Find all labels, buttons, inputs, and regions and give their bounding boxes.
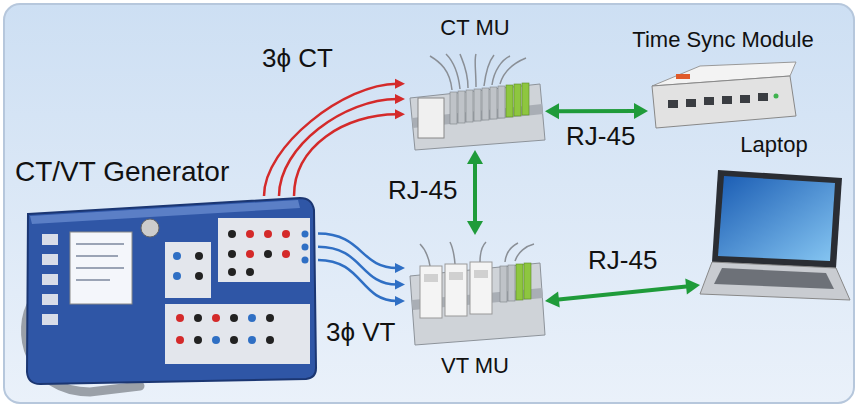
arrow-head <box>395 109 405 119</box>
connector-label: 3ϕ VT <box>326 318 395 348</box>
connector-line <box>556 109 637 113</box>
device-node: CT MU <box>405 48 545 150</box>
merging-unit-illustration <box>410 54 545 150</box>
arrow-head <box>395 79 405 89</box>
arrow-head <box>685 278 700 294</box>
time-sync-illustration <box>652 62 796 128</box>
connector <box>318 260 405 306</box>
connector <box>467 150 483 235</box>
arrow-head <box>467 221 483 235</box>
merging-unit-illustration <box>410 242 545 345</box>
device-label: Laptop <box>740 132 807 157</box>
arrow-head <box>395 280 405 290</box>
connector-line <box>294 114 397 196</box>
arrow-head <box>545 292 560 308</box>
generator-illustration <box>26 198 316 392</box>
connector-line <box>264 84 397 196</box>
arrow-head <box>395 296 405 306</box>
device-label: CT MU <box>440 15 509 40</box>
connector-line <box>473 161 477 224</box>
connector <box>264 79 405 196</box>
device-node: CT/VT Generator <box>18 196 318 384</box>
connector-label: RJ-45 <box>388 176 457 206</box>
laptop-illustration <box>700 170 850 300</box>
arrow-head <box>634 103 648 119</box>
connector-line <box>279 99 397 196</box>
connector-line <box>556 286 689 300</box>
device-label: VT MU <box>441 353 509 378</box>
device-node: Laptop <box>700 165 848 315</box>
arrow-head <box>395 263 405 273</box>
connector-line <box>318 260 397 301</box>
connector-label: RJ-45 <box>588 246 657 276</box>
connector <box>545 278 700 307</box>
device-label: Time Sync Module <box>632 27 813 52</box>
connector <box>279 94 405 196</box>
device-label: CT/VT Generator <box>15 156 229 188</box>
arrow-head <box>545 103 559 119</box>
arrow-head <box>395 94 405 104</box>
device-node: VT MU <box>405 235 545 345</box>
connector-label: 3ϕ CT <box>262 44 333 74</box>
background-panel <box>4 4 854 403</box>
connector-label: RJ-45 <box>566 122 635 152</box>
connector <box>545 103 648 119</box>
device-node: Time Sync Module <box>648 60 798 130</box>
arrow-head <box>467 150 483 164</box>
